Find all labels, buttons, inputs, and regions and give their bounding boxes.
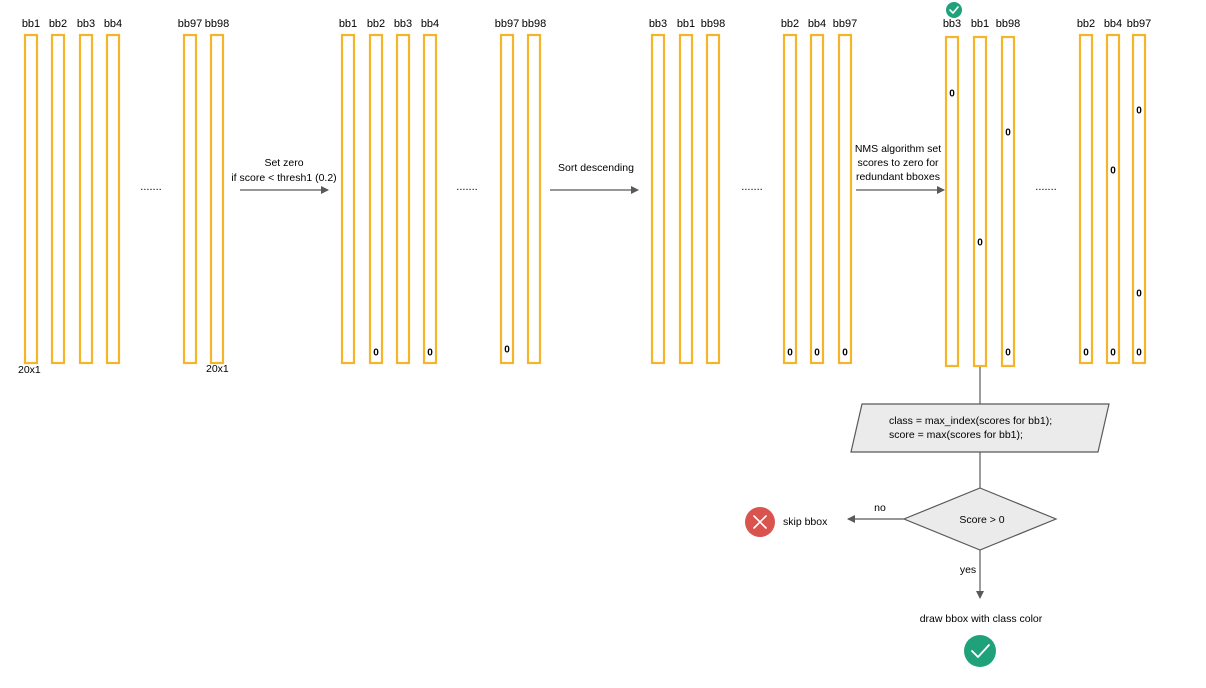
step-threshold: Set zero if score < thresh1 (0.2) bbox=[231, 157, 337, 194]
bar-label: bb2 bbox=[49, 18, 67, 30]
score-vector-bar bbox=[650, 33, 666, 365]
zero-score-mark: 0 bbox=[949, 89, 955, 100]
bar-label: bb98 bbox=[522, 18, 546, 30]
bar-label: bb1 bbox=[677, 18, 695, 30]
step-threshold-line-2: if score < thresh1 (0.2) bbox=[231, 172, 336, 184]
step-threshold-line-1: Set zero bbox=[264, 157, 303, 169]
score-vector-bar bbox=[50, 33, 66, 365]
bar-label: bb98 bbox=[996, 18, 1020, 30]
score-vector-bar bbox=[78, 33, 94, 365]
score-vector-bar bbox=[395, 33, 411, 365]
decision-label: Score > 0 bbox=[959, 514, 1004, 526]
step-sort-line-1: Sort descending bbox=[558, 162, 634, 174]
no-label: no bbox=[874, 502, 886, 514]
bar-label: bb1 bbox=[22, 18, 40, 30]
bar-label: bb3 bbox=[649, 18, 667, 30]
skip-cross-icon bbox=[745, 507, 775, 537]
score-vector-bar bbox=[1000, 35, 1016, 368]
step-nms: NMS algorithm set scores to zero for red… bbox=[855, 143, 945, 194]
zero-score-mark: 0 bbox=[1136, 289, 1142, 300]
score-vector-bar bbox=[705, 33, 721, 365]
score-vector-bar bbox=[340, 33, 356, 365]
bar-label: bb97 bbox=[833, 18, 857, 30]
bar-label: bb3 bbox=[77, 18, 95, 30]
selected-check-icon bbox=[946, 2, 962, 18]
ellipsis-1: ....... bbox=[140, 181, 161, 193]
score-vector-bar bbox=[499, 33, 515, 365]
process-box: class = max_index(scores for bb1); score… bbox=[850, 403, 1110, 453]
skip-label: skip bbox bbox=[783, 516, 828, 528]
score-vector-bar bbox=[23, 33, 39, 365]
zero-score-mark: 0 bbox=[1005, 128, 1011, 139]
step-nms-line-1: NMS algorithm set bbox=[855, 143, 941, 155]
step-nms-line-2: scores to zero for bbox=[857, 157, 939, 169]
bar-label: bb98 bbox=[701, 18, 725, 30]
score-vector-bar bbox=[837, 33, 853, 365]
bar-label: bb97 bbox=[495, 18, 519, 30]
zero-score-mark: 0 bbox=[1136, 348, 1142, 359]
bar-label: bb4 bbox=[808, 18, 826, 30]
zero-score-mark: 0 bbox=[1110, 166, 1116, 177]
process-line-2: score = max(scores for bb1); bbox=[889, 429, 1023, 441]
draw-check-icon bbox=[964, 635, 996, 667]
bar-label: bb2 bbox=[1077, 18, 1095, 30]
group-thresholded: bb1 bb2 0 bb3 bb4 0 bb97 0 bb98 bbox=[339, 18, 546, 365]
step-sort: Sort descending bbox=[550, 162, 639, 194]
score-vector-bar bbox=[678, 33, 694, 365]
yes-label: yes bbox=[960, 564, 976, 576]
dim-label-right: 20x1 bbox=[206, 363, 229, 375]
group-nms: bb3 0 bb1 0 bb98 0 0 bb2 0 bb4 0 0 bb97 0 0 0 bbox=[943, 18, 1151, 368]
zero-score-mark: 0 bbox=[787, 348, 793, 359]
dim-label-left: 20x1 bbox=[18, 364, 41, 376]
bar-label: bb2 bbox=[367, 18, 385, 30]
zero-score-mark: 0 bbox=[814, 348, 820, 359]
bar-label: bb4 bbox=[421, 18, 439, 30]
group-sorted: bb3 bb1 bb98 bb2 0 bb4 0 bb97 0 bbox=[649, 18, 857, 365]
ellipsis-2: ....... bbox=[456, 181, 477, 193]
zero-score-mark: 0 bbox=[842, 348, 848, 359]
bar-label: bb3 bbox=[943, 18, 961, 30]
zero-score-mark: 0 bbox=[1110, 348, 1116, 359]
bar-label: bb4 bbox=[1104, 18, 1122, 30]
bar-label: bb98 bbox=[205, 18, 229, 30]
zero-score-mark: 0 bbox=[1136, 106, 1142, 117]
bar-label: bb97 bbox=[178, 18, 202, 30]
zero-score-mark: 0 bbox=[427, 348, 433, 359]
score-vector-bar bbox=[1105, 33, 1121, 365]
score-vector-bar bbox=[422, 33, 438, 365]
score-vector-bar bbox=[1078, 33, 1094, 365]
bar-label: bb97 bbox=[1127, 18, 1151, 30]
bar-label: bb1 bbox=[339, 18, 357, 30]
zero-score-mark: 0 bbox=[504, 345, 510, 356]
score-vector-bar bbox=[782, 33, 798, 365]
score-vector-bar bbox=[972, 35, 988, 368]
score-vector-bar bbox=[182, 33, 198, 365]
score-vector-bar bbox=[944, 35, 960, 368]
score-vector-bar bbox=[368, 33, 384, 365]
zero-score-mark: 0 bbox=[1083, 348, 1089, 359]
bar-label: bb3 bbox=[394, 18, 412, 30]
score-vector-bar bbox=[1131, 33, 1147, 365]
bar-label: bb1 bbox=[971, 18, 989, 30]
zero-score-mark: 0 bbox=[1005, 348, 1011, 359]
zero-score-mark: 0 bbox=[977, 238, 983, 249]
step-nms-line-3: redundant bboxes bbox=[856, 171, 940, 183]
decision-diamond: Score > 0 bbox=[902, 487, 1058, 551]
score-vector-bar bbox=[105, 33, 121, 365]
bar-label: bb2 bbox=[781, 18, 799, 30]
score-vector-bar bbox=[209, 33, 225, 365]
score-vector-bar bbox=[526, 33, 542, 365]
score-vector-bar bbox=[809, 33, 825, 365]
bar-label: bb4 bbox=[104, 18, 122, 30]
process-line-1: class = max_index(scores for bb1); bbox=[889, 415, 1052, 427]
draw-label: draw bbox with class color bbox=[920, 613, 1043, 625]
ellipsis-3: ....... bbox=[741, 181, 762, 193]
ellipsis-4: ....... bbox=[1035, 181, 1056, 193]
zero-score-mark: 0 bbox=[373, 348, 379, 359]
